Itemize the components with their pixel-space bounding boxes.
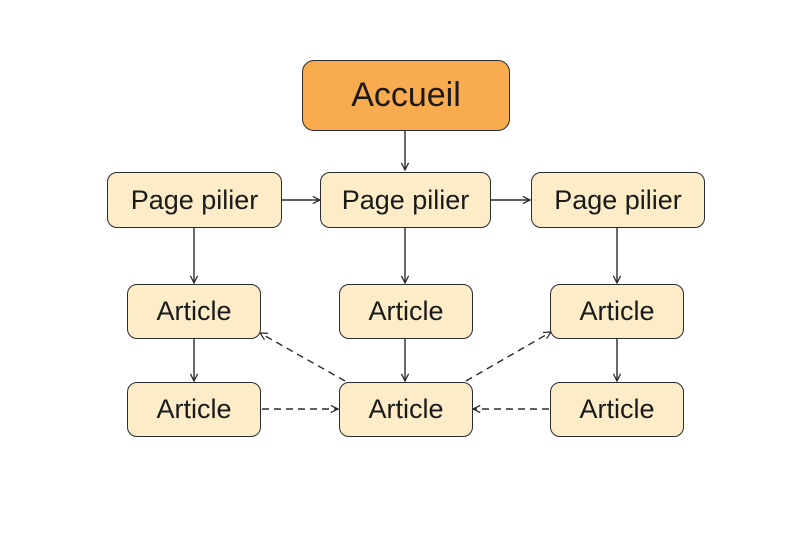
node-article-2-2: Article <box>339 382 473 437</box>
node-pillar-1: Page pilier <box>107 172 282 228</box>
edge-article-2-2-to-article-1-1 <box>260 333 346 382</box>
node-pillar-2: Page pilier <box>320 172 491 228</box>
node-pillar-3: Page pilier <box>531 172 705 228</box>
node-article-1-3: Article <box>550 284 684 339</box>
edge-article-2-2-to-article-1-3 <box>465 332 551 382</box>
node-article-2-3: Article <box>550 382 684 437</box>
node-accueil: Accueil <box>302 60 510 131</box>
node-article-1-2: Article <box>339 284 473 339</box>
node-article-2-1: Article <box>127 382 261 437</box>
node-article-1-1: Article <box>127 284 261 339</box>
